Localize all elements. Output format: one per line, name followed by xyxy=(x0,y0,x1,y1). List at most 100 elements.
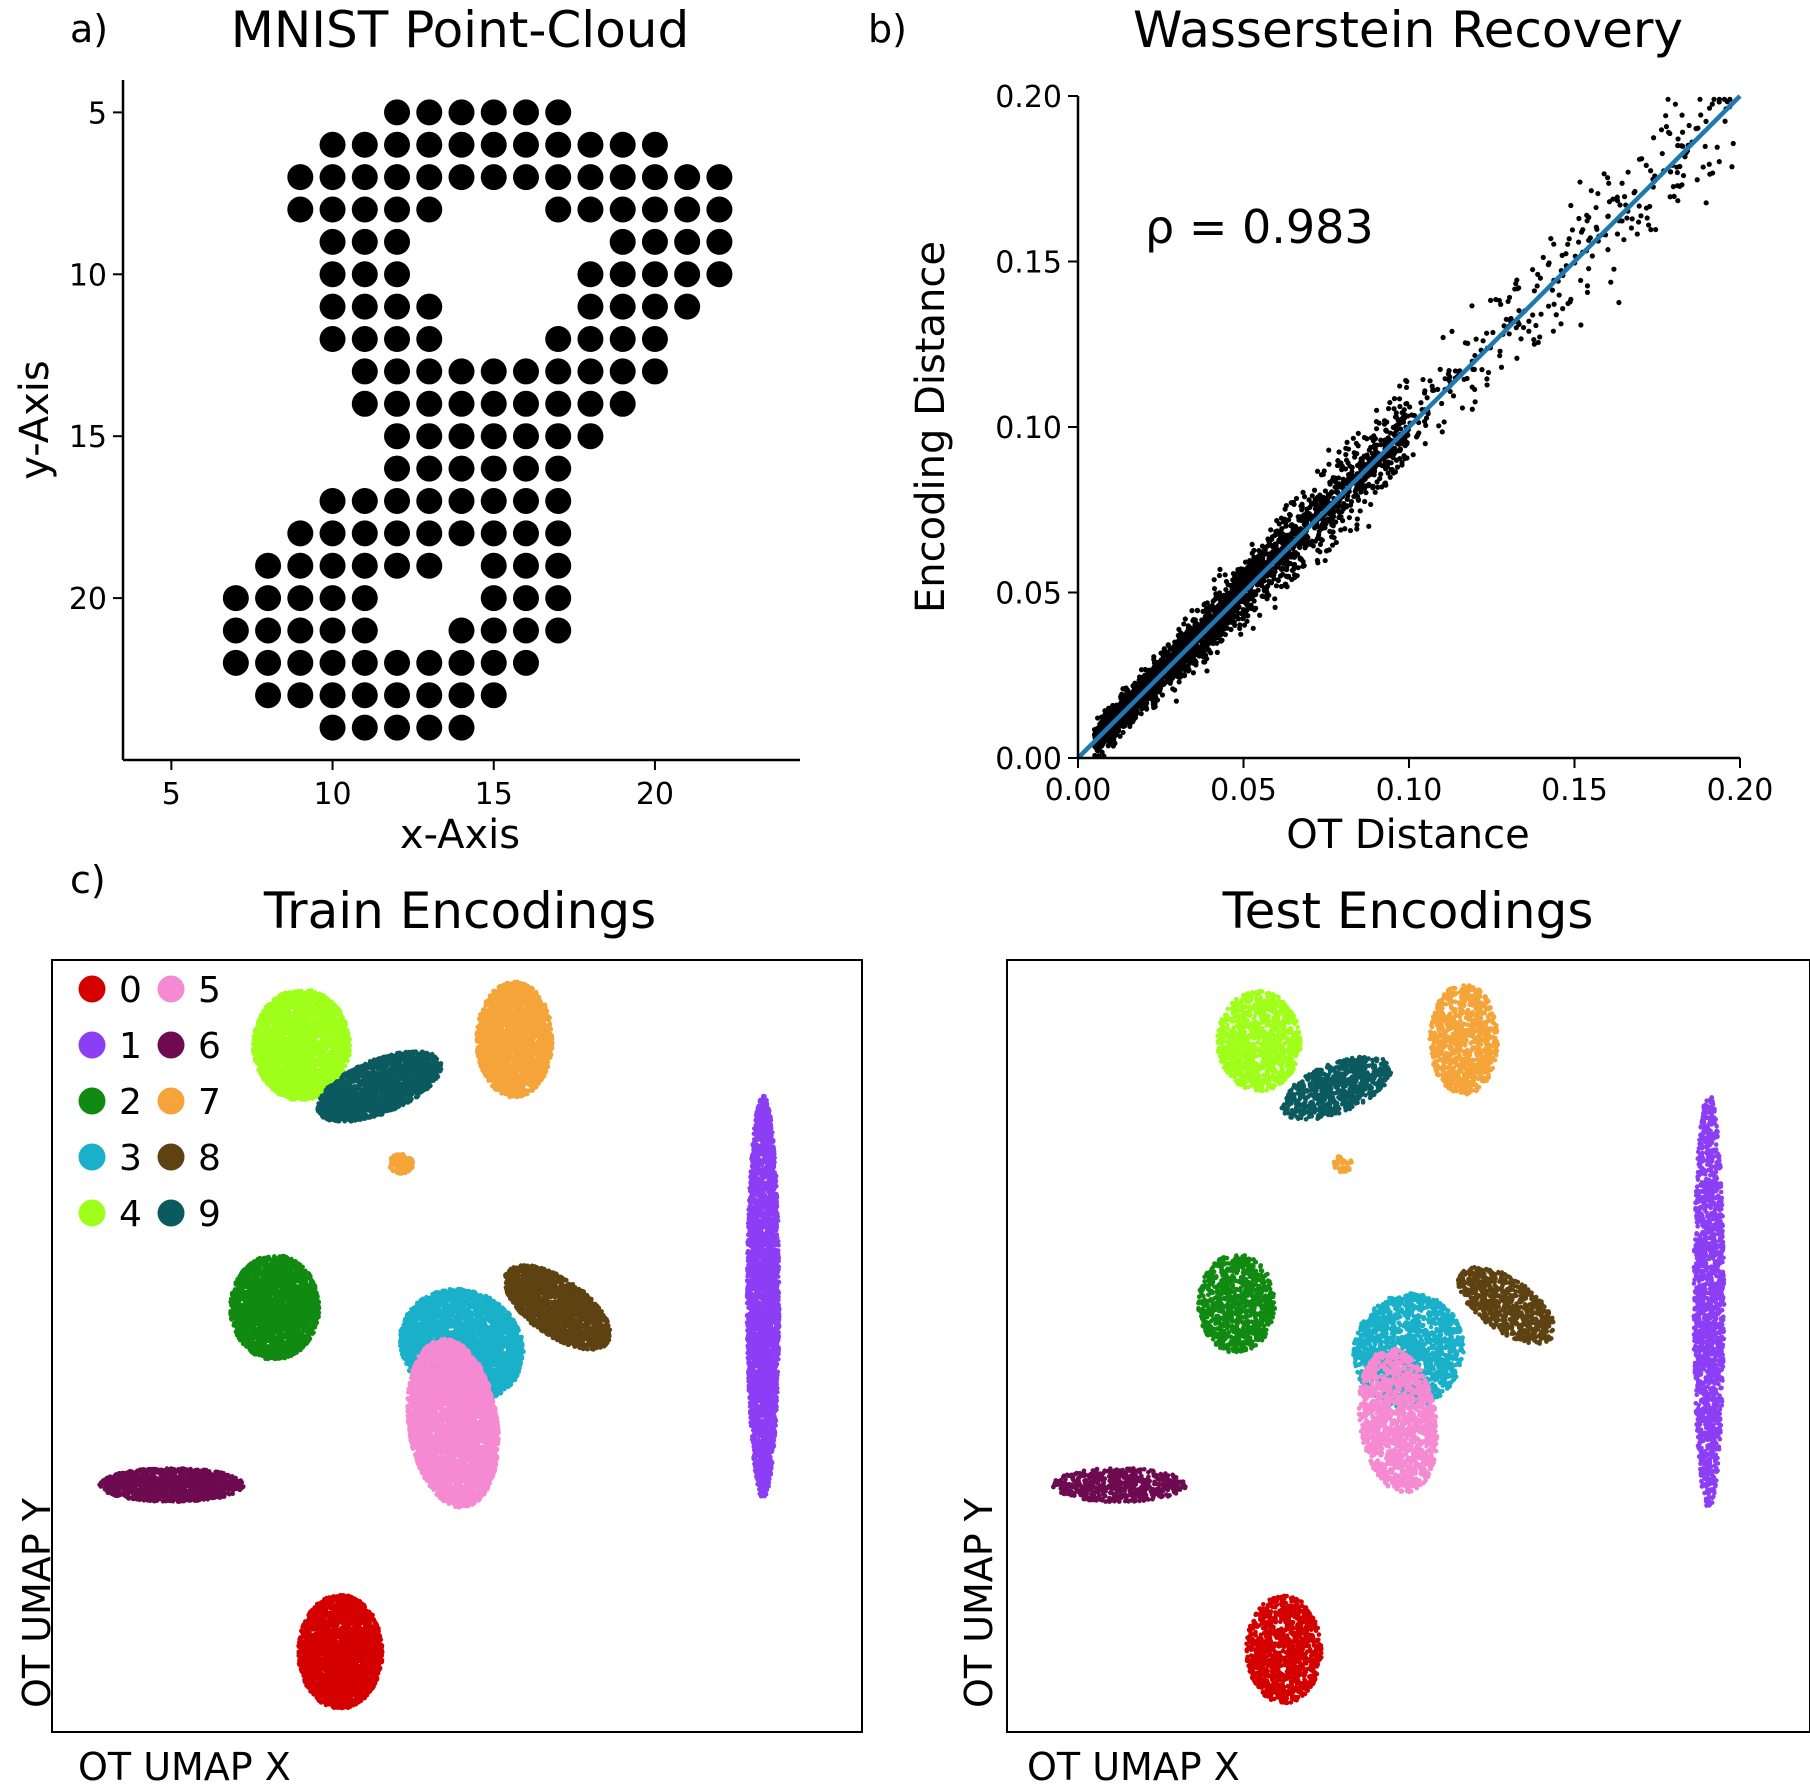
point-cloud-dot xyxy=(481,391,507,417)
point-cloud-dot xyxy=(642,132,668,158)
scatter-point xyxy=(1291,566,1296,571)
scatter-point xyxy=(1615,231,1620,236)
scatter-point xyxy=(1251,563,1256,568)
scatter-point xyxy=(1578,278,1583,283)
scatter-point xyxy=(1675,136,1680,141)
scatter-point xyxy=(1397,404,1402,409)
point-cloud-dot xyxy=(223,585,249,611)
scatter-point xyxy=(1360,458,1365,463)
scatter-point xyxy=(1291,531,1296,536)
scatter-point xyxy=(1481,338,1486,343)
point-cloud-dot xyxy=(545,553,571,579)
point-cloud-dot xyxy=(384,553,410,579)
scatter-point xyxy=(1398,446,1403,451)
point-cloud-dot xyxy=(481,423,507,449)
scatter-point xyxy=(1401,453,1406,458)
scatter-point xyxy=(1134,686,1139,691)
scatter-point xyxy=(1626,170,1631,175)
panel-a-label: a) xyxy=(70,7,108,51)
scatter-point xyxy=(1660,151,1665,156)
point-cloud-dot xyxy=(352,132,378,158)
scatter-point xyxy=(1349,499,1354,504)
scatter-point xyxy=(1276,538,1281,543)
scatter-point xyxy=(1453,368,1458,373)
scatter-point xyxy=(1504,317,1509,322)
scatter-point xyxy=(1557,292,1562,297)
scatter-point xyxy=(1725,99,1730,104)
scatter-point xyxy=(1212,586,1217,591)
scatter-point xyxy=(1436,423,1441,428)
scatter-point xyxy=(1102,708,1107,713)
scatter-point xyxy=(1315,558,1320,563)
scatter-point xyxy=(1155,660,1160,665)
point-cloud-dot xyxy=(481,585,507,611)
scatter-point xyxy=(1648,168,1653,173)
scatter-point xyxy=(1174,699,1179,704)
scatter-point xyxy=(1320,538,1325,543)
scatter-point xyxy=(1697,97,1702,102)
b-y-tick-label: 0.20 xyxy=(995,80,1062,115)
scatter-point xyxy=(1451,393,1456,398)
scatter-point xyxy=(1244,619,1249,624)
scatter-point xyxy=(1663,113,1668,118)
point-cloud-dot xyxy=(610,326,636,352)
scatter-point xyxy=(1289,500,1294,505)
scatter-point xyxy=(1304,515,1309,520)
scatter-point xyxy=(1343,446,1348,451)
point-cloud-dot xyxy=(320,197,346,223)
scatter-point xyxy=(1576,216,1581,221)
scatter-point xyxy=(1563,251,1568,256)
scatter-point xyxy=(1589,188,1594,193)
point-cloud-dot xyxy=(255,682,281,708)
scatter-point xyxy=(1362,499,1367,504)
scatter-point xyxy=(1333,519,1338,524)
scatter-point xyxy=(1585,290,1590,295)
point-cloud-dot xyxy=(513,650,539,676)
point-cloud-dot xyxy=(384,261,410,287)
scatter-point xyxy=(1274,518,1279,523)
scatter-point xyxy=(1386,406,1391,411)
scatter-point xyxy=(1336,449,1341,454)
scatter-point xyxy=(1679,113,1684,118)
scatter-point xyxy=(1298,555,1303,560)
scatter-point xyxy=(1308,542,1313,547)
scatter-point xyxy=(1392,431,1397,436)
scatter-point xyxy=(1157,667,1162,672)
point-cloud-dot xyxy=(706,164,732,190)
scatter-point xyxy=(1651,135,1656,140)
scatter-point xyxy=(1223,572,1228,577)
scatter-point xyxy=(1493,297,1498,302)
scatter-point xyxy=(1326,462,1331,467)
point-cloud-dot xyxy=(384,488,410,514)
scatter-point xyxy=(1404,385,1409,390)
scatter-point xyxy=(1177,679,1182,684)
scatter-point xyxy=(1404,441,1409,446)
scatter-point xyxy=(1632,190,1637,195)
point-cloud-dot xyxy=(352,197,378,223)
scatter-point xyxy=(1355,494,1360,499)
scatter-point xyxy=(1499,365,1504,370)
point-cloud-dot xyxy=(610,358,636,384)
point-cloud-dot xyxy=(513,456,539,482)
scatter-point xyxy=(1374,408,1379,413)
panel-c-train-encodings: Train Encodings 0123456789 OT UMAP X OT … xyxy=(15,882,862,1789)
point-cloud-dot xyxy=(320,553,346,579)
point-cloud-dot xyxy=(706,229,732,255)
point-cloud-dot xyxy=(416,358,442,384)
point-cloud-dot xyxy=(481,520,507,546)
b-x-tick-label: 0.05 xyxy=(1210,773,1277,808)
scatter-point xyxy=(1288,513,1293,518)
scatter-point xyxy=(1240,567,1245,572)
point-cloud-dot xyxy=(384,358,410,384)
scatter-point xyxy=(1484,382,1489,387)
point-cloud-dot xyxy=(384,520,410,546)
point-cloud-dot xyxy=(320,682,346,708)
scatter-point xyxy=(1283,507,1288,512)
scatter-point xyxy=(1505,299,1510,304)
point-cloud-dot xyxy=(352,294,378,320)
scatter-point xyxy=(1710,102,1715,107)
point-cloud-dot xyxy=(384,682,410,708)
point-cloud-dot xyxy=(545,423,571,449)
point-cloud-dot xyxy=(481,456,507,482)
scatter-point xyxy=(1449,329,1454,334)
